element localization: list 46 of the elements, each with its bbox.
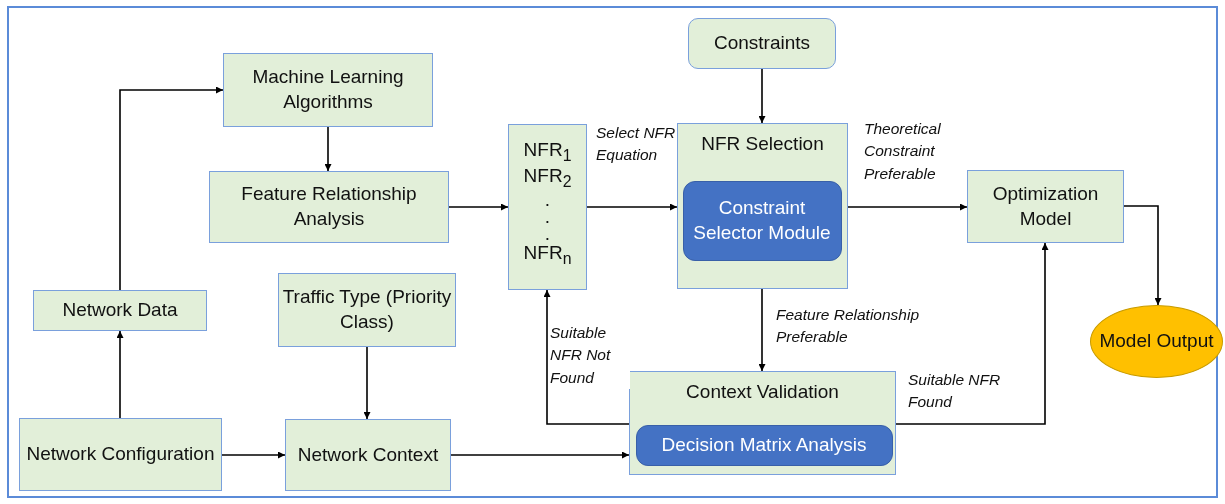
arrow (450, 451, 630, 459)
arrow (758, 288, 766, 372)
node-label: Decision Matrix Analysis (661, 432, 867, 457)
node-label: Feature Relationship Analysis (240, 182, 418, 231)
arrow (895, 242, 1049, 425)
node-label: NFR Selection (701, 132, 824, 156)
node-label: Network Configuration (26, 442, 215, 467)
arrow (758, 68, 766, 124)
ellipsis-dot: . (544, 190, 551, 209)
node-label: Model Output (1099, 329, 1214, 354)
process-box (223, 53, 433, 127)
arrow (586, 203, 678, 211)
list-item: NFR$_{2}$ (523, 165, 572, 191)
arrow (1123, 205, 1162, 306)
arrow (324, 126, 332, 172)
node-label: Constraints (713, 31, 811, 56)
list-item: NFR$_{n}$ (523, 242, 572, 269)
process-box (209, 171, 449, 243)
arrow (847, 203, 968, 211)
node-label: Context Validation (686, 380, 839, 404)
input-box (688, 18, 836, 69)
arrow (448, 203, 509, 211)
ellipsis-dot: . (544, 208, 551, 226)
submodule-box (682, 180, 842, 261)
input-box (278, 273, 456, 347)
ellipsis-dot: . (544, 225, 551, 243)
module-box (677, 123, 848, 289)
node-label: Optimization Model (991, 181, 1100, 231)
list-item: NFR$_{1}$ (523, 139, 572, 165)
arrow (543, 289, 630, 425)
node-label: Network Context (297, 442, 439, 467)
node-label: Traffic Type (Priority Class) (281, 285, 453, 334)
data-box (33, 290, 207, 331)
module-box (629, 371, 896, 475)
submodule-box (635, 424, 893, 466)
node-label: Network Data (62, 298, 178, 323)
arrow (119, 86, 224, 291)
process-box (967, 170, 1124, 243)
list-box (508, 124, 587, 290)
arrow (363, 346, 371, 420)
process-box (285, 419, 451, 491)
arrow (116, 330, 124, 419)
node-label: Constraint Selector Module (692, 195, 832, 245)
node-label: Machine Learning Algorithms (251, 65, 405, 114)
input-box (19, 418, 222, 491)
arrow (221, 451, 286, 459)
